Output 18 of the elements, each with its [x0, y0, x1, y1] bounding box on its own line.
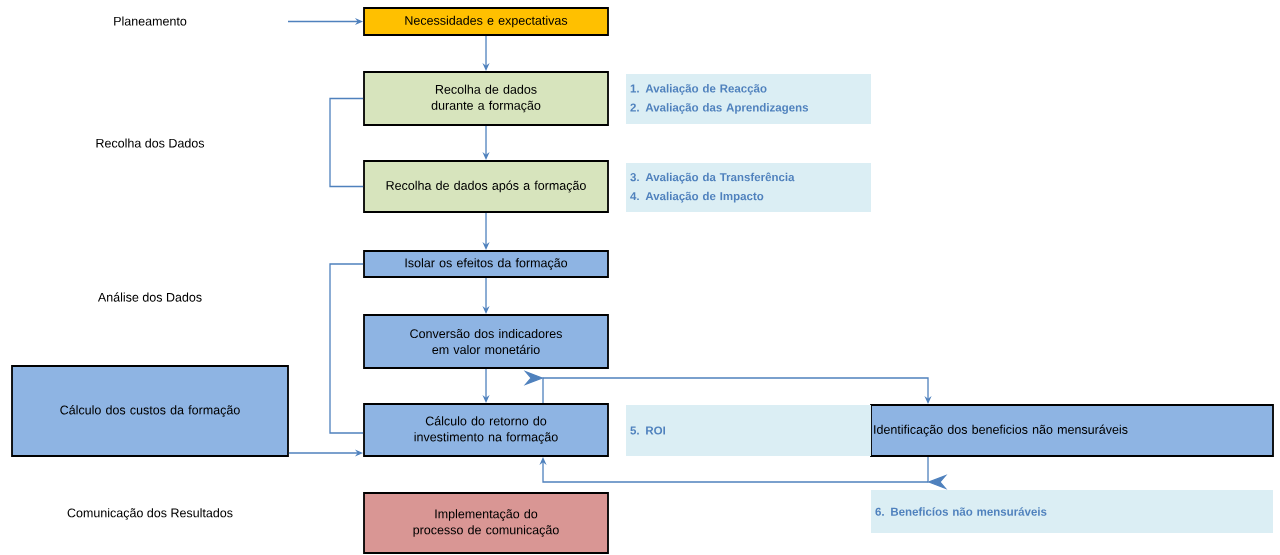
process-box: Cálculo do retorno do investimento na formação — [363, 403, 609, 457]
stage-label: Planeamento — [114, 16, 187, 26]
process-box: Cálculo dos custos da formação — [11, 365, 289, 457]
process-box: Identificação dos beneficios não mensuráveis — [870, 404, 1274, 457]
process-box: Conversão dos indicadores em valor monetário — [363, 314, 609, 369]
process-box: Necessidades e expectativas — [363, 7, 609, 36]
note-band: 6. Beneficíos não mensuráveis — [871, 490, 1273, 533]
process-box: Implementação do processo de comunicação — [363, 492, 609, 554]
stage-label: Análise dos Dados — [97, 292, 202, 302]
stage-label: Comunicação dos Resultados — [67, 508, 233, 520]
arrow — [539, 456, 948, 490]
note-band: 1. Avaliação de Reacção 2. Avaliação das Aprendizagens — [626, 74, 871, 124]
process-box: Recolha de dados após a formação — [363, 160, 609, 213]
process-box: Recolha de dados durante a formação — [363, 71, 609, 126]
note-band: 5. ROI — [626, 405, 871, 456]
stage-label: Recolha dos Dados — [96, 138, 205, 148]
process-box: Isolar os efeitos da formação — [363, 250, 609, 278]
note-band: 3. Avaliação da Transferência 4. Avaliação de Impacto — [626, 163, 871, 212]
